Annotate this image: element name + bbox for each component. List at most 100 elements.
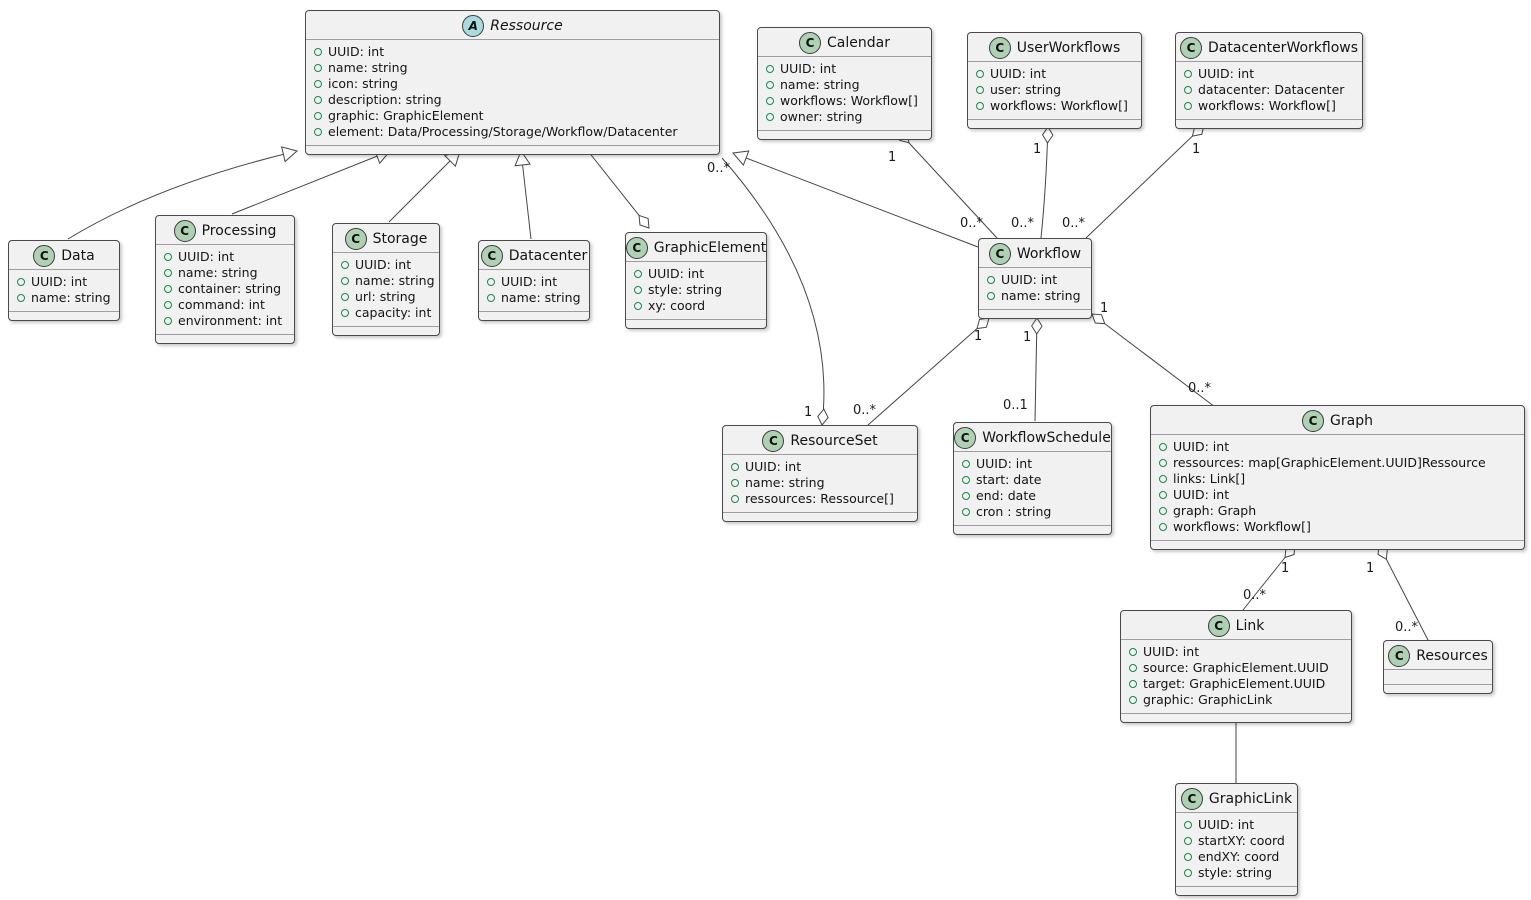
field-text: capacity: int [355,305,432,320]
field: source: GraphicElement.UUID [1129,660,1343,676]
multiplicity-label: 1 [888,150,896,165]
field-visibility-icon [1159,491,1167,499]
field-text: UUID: int [1001,272,1058,287]
field-visibility-icon [17,294,25,302]
field-visibility-icon [1159,507,1167,515]
field: UUID: int [1184,817,1289,833]
field-text: source: GraphicElement.UUID [1143,660,1329,675]
field-text: workflows: Workflow[] [780,93,918,108]
multiplicity-label: 0..* [1188,381,1212,396]
class-icon: C [988,242,1011,265]
field-visibility-icon [634,286,642,294]
field-text: environment: int [178,313,283,328]
field-text: xy: coord [648,298,706,313]
class-name: Data [61,247,95,264]
field-visibility-icon [1129,648,1137,656]
field-text: name: string [178,265,258,280]
class-icon: C [33,244,56,267]
field-text: graphic: GraphicElement [328,108,484,123]
class-name: Ressource [490,17,563,34]
field-visibility-icon [314,64,322,72]
class-methods-compartment [979,310,1091,318]
field-text: UUID: int [648,266,705,281]
class-methods-compartment [156,335,294,343]
field-text: ressources: Ressource[] [745,491,894,506]
edge-calendar-workflow [897,130,998,239]
field-visibility-icon [17,278,25,286]
field: style: string [634,282,758,298]
field: UUID: int [634,266,758,282]
field-visibility-icon [731,495,739,503]
field-visibility-icon [766,113,774,121]
field: workflows: Workflow[] [976,98,1133,114]
class-methods-compartment [1151,541,1524,549]
field: UUID: int [341,257,431,273]
field: user: string [976,82,1133,98]
field: name: string [341,273,435,289]
field-visibility-icon [1159,459,1167,467]
class-name: Calendar [827,34,890,51]
edge-datacenter-extends-ressource [520,150,532,240]
field: UUID: int [17,274,111,290]
field: datacenter: Datacenter [1184,82,1354,98]
field-text: name: string [328,60,408,75]
edge-storage-extends-ressource [388,150,461,223]
field-visibility-icon [341,293,349,301]
class-icon: C [1302,409,1325,432]
multiplicity-label: 1 [1100,301,1108,316]
field: graph: Graph [1159,503,1516,519]
field: command: int [164,297,286,313]
field: end: date [962,488,1103,504]
field: UUID: int [1159,439,1516,455]
field-text: UUID: int [990,66,1047,81]
multiplicity-label: 1 [804,405,812,420]
field: name: string [17,290,111,306]
class-methods-compartment [954,526,1111,534]
field: workflows: Workflow[] [1159,519,1516,535]
class-name: Link [1235,617,1265,634]
class-name: Graph [1330,412,1373,429]
field-text: UUID: int [1173,487,1230,502]
field-visibility-icon [1184,70,1192,78]
class-icon: C [480,244,503,267]
field-visibility-icon [962,460,970,468]
field: name: string [731,475,909,491]
field-text: name: string [355,273,435,288]
class-icon: C [1179,36,1202,59]
field-text: cron : string [976,504,1052,519]
field-visibility-icon [1129,680,1137,688]
field: name: string [766,77,923,93]
class-icon: C [988,36,1011,59]
field-visibility-icon [1129,696,1137,704]
class-methods-compartment [333,327,439,335]
field-visibility-icon [1184,86,1192,94]
field: UUID: int [1159,487,1516,503]
field-visibility-icon [1184,837,1192,845]
field: UUID: int [987,272,1083,288]
workflow-graph-diamond-marker [1091,313,1106,325]
field: startXY: coord [1184,833,1289,849]
workflow-resourceset-diamond-marker [976,317,990,330]
field-text: name: string [745,475,825,490]
field: start: date [962,472,1103,488]
class-icon: C [344,227,367,250]
field-visibility-icon [766,97,774,105]
field-text: name: string [31,290,111,305]
field-visibility-icon [314,80,322,88]
